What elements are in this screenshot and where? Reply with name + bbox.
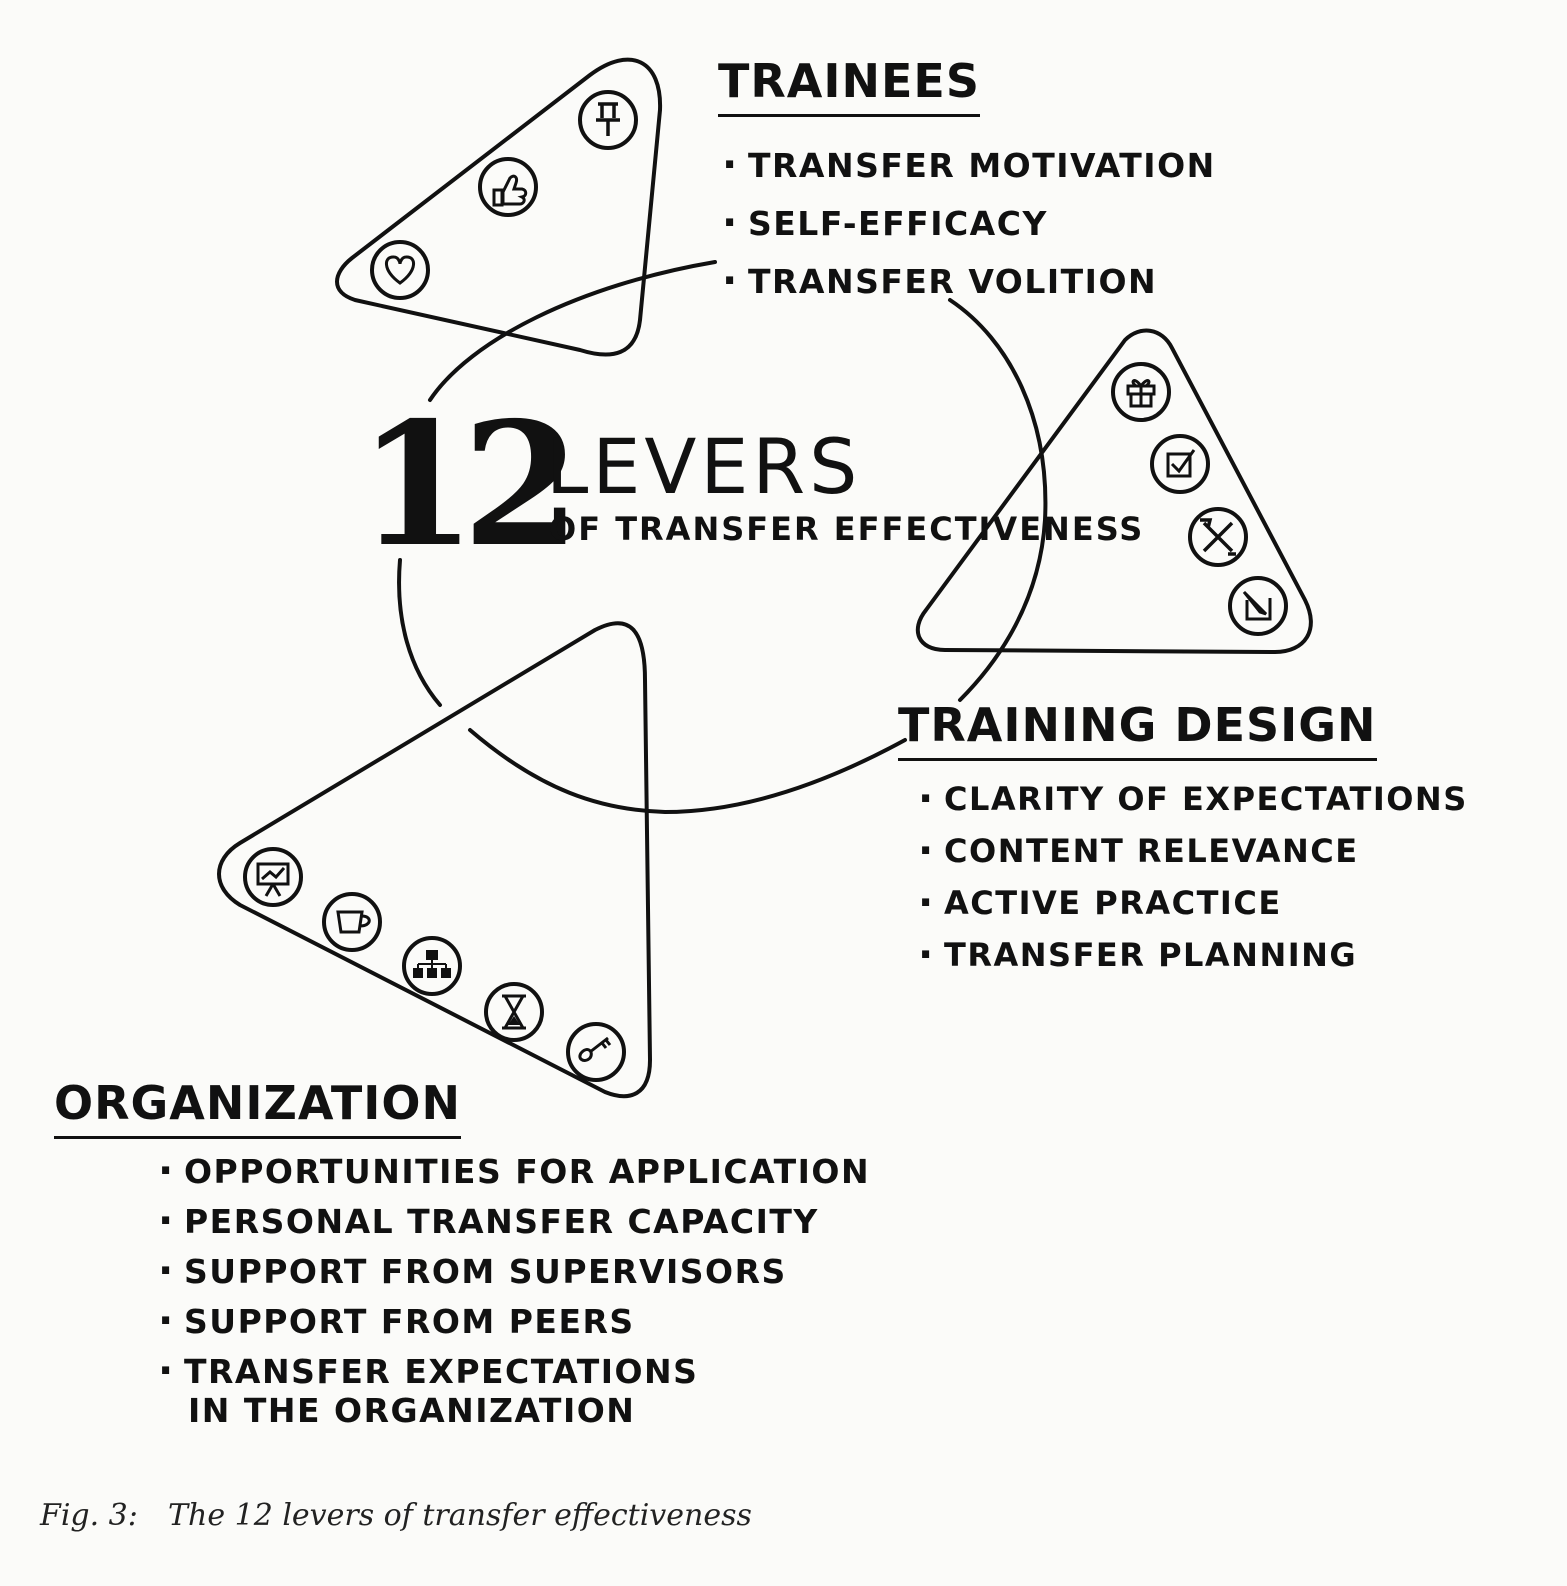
list-item-multiline: Transfer expectations in the organizatio… [158, 1348, 870, 1452]
checkbox-icon [1150, 434, 1210, 494]
training-design-heading: Training design [898, 698, 1377, 761]
list-item: Content relevance [918, 828, 1468, 884]
list-item: Transfer planning [918, 932, 1468, 988]
list-item: Support from supervisors [158, 1248, 870, 1302]
org-chart-icon [402, 936, 462, 996]
organization-triangle [217, 621, 652, 1099]
cycle-arc-right [948, 298, 1048, 702]
gift-icon [1111, 362, 1171, 422]
trainees-heading: Trainees [718, 54, 980, 117]
tools-icon [1188, 507, 1248, 567]
title-subtitle: of transfer effectiveness [549, 510, 1145, 548]
trainees-list: Transfer motivation Self-efficacy Transf… [722, 142, 1216, 320]
key-icon [566, 1022, 626, 1082]
thumbs-up-icon [478, 157, 538, 217]
cycle-arc-bottom [468, 728, 907, 814]
coffee-cup-icon [322, 892, 382, 952]
list-item-line: in the organization [188, 1391, 636, 1430]
training-design-triangle [915, 328, 1313, 654]
training-design-list: Clarity of expectations Content relevanc… [918, 776, 1468, 988]
cycle-arc-top [428, 260, 717, 402]
presentation-board-icon [243, 847, 303, 907]
list-item: Transfer volition [722, 258, 1216, 320]
organization-list: Opportunities for application Personal t… [158, 1148, 870, 1452]
list-item: Opportunities for application [158, 1148, 870, 1202]
list-item: Personal transfer capacity [158, 1198, 870, 1252]
figure-caption: Fig. 3: The 12 levers of transfer effecti… [40, 1498, 752, 1533]
list-item: Transfer motivation [722, 142, 1216, 204]
figure-label: Fig. 3: [40, 1498, 138, 1533]
organization-heading: Organization [54, 1076, 461, 1139]
cycle-arc-left [397, 558, 442, 707]
list-item: Active practice [918, 880, 1468, 936]
list-item: Support from peers [158, 1298, 870, 1352]
list-item: Clarity of expectations [918, 776, 1468, 832]
trainees-triangle [335, 57, 663, 357]
list-item: Self-efficacy [722, 200, 1216, 262]
title-word: LEVERS [546, 422, 862, 511]
list-item-line: Transfer expectations [184, 1352, 699, 1391]
pencil-note-icon [1228, 576, 1288, 636]
title-number: 12 [358, 385, 581, 585]
pushpin-icon [578, 90, 638, 150]
figure-caption-text: The 12 levers of transfer effectiveness [168, 1498, 752, 1533]
hourglass-icon [484, 982, 544, 1042]
heart-icon [370, 240, 430, 300]
